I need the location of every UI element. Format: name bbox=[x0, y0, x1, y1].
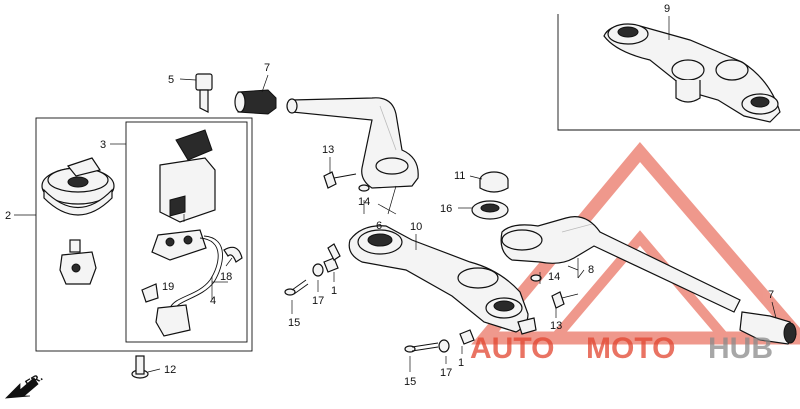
handlebar-pinch-bolt bbox=[323, 171, 357, 189]
callout-8: 8 bbox=[588, 264, 594, 276]
watermark-auto: AUTO bbox=[470, 332, 554, 365]
callout-1-lower: 1 bbox=[458, 357, 464, 369]
right-handlebar bbox=[500, 216, 741, 313]
watermark-moto: MOTO bbox=[586, 332, 675, 365]
callout-9: 9 bbox=[664, 3, 670, 15]
callout-10: 10 bbox=[410, 221, 422, 233]
watermark-hub: HUB bbox=[708, 332, 773, 365]
steering-stem-cap bbox=[479, 171, 509, 193]
callout-15-lower: 15 bbox=[404, 376, 416, 388]
bottom-triple-clamp bbox=[348, 225, 537, 335]
callout-4: 4 bbox=[210, 295, 216, 307]
fuel-cap-lock-bracket bbox=[59, 239, 97, 285]
callout-13-right: 13 bbox=[550, 320, 562, 332]
stem-grommet bbox=[471, 200, 509, 220]
callout-19: 19 bbox=[162, 281, 174, 293]
leader-lines bbox=[110, 16, 777, 373]
callout-11: 11 bbox=[454, 170, 465, 182]
harness-clamp bbox=[141, 283, 159, 303]
top-bridge bbox=[603, 23, 781, 123]
switch-mounting-bolt bbox=[131, 355, 149, 379]
nut-lower bbox=[459, 329, 475, 345]
callout-17-upper: 17 bbox=[312, 295, 324, 307]
callout-14-right: 14 bbox=[548, 271, 560, 283]
watermark-wordmark: AUTO MOTO HUB bbox=[470, 332, 773, 365]
handlebar-end-weight-right bbox=[739, 311, 797, 345]
handlebar-washer-right bbox=[530, 274, 542, 282]
ignition-group-frame bbox=[14, 117, 253, 352]
callout-3: 3 bbox=[100, 139, 106, 151]
callout-7-left: 7 bbox=[264, 62, 270, 74]
fuel-cap bbox=[41, 157, 115, 216]
callout-6: 6 bbox=[376, 220, 382, 232]
callout-13-upper: 13 bbox=[322, 144, 334, 156]
callout-12: 12 bbox=[164, 364, 176, 376]
top-bridge-frame bbox=[557, 14, 800, 131]
handlebar-washer bbox=[358, 184, 370, 192]
clamp-bolt-lower bbox=[404, 342, 439, 353]
ignition-wire-harness bbox=[155, 235, 228, 337]
front-direction-arrow: FR. bbox=[4, 371, 45, 399]
handlebar-end-weight-left bbox=[234, 89, 277, 115]
washer-lower bbox=[438, 339, 450, 353]
washer-upper bbox=[312, 263, 324, 277]
callout-labels: 2 3 5 7 4 18 19 12 13 14 6 10 15 17 1 15… bbox=[5, 3, 774, 388]
clamp-bolt-upper bbox=[284, 279, 309, 296]
handlebar-pinch-bolt-right bbox=[551, 291, 579, 309]
callout-16: 16 bbox=[440, 203, 452, 215]
callout-15-upper: 15 bbox=[288, 317, 300, 329]
callout-17-lower: 17 bbox=[440, 367, 452, 379]
nut-upper bbox=[323, 243, 341, 273]
ignition-key bbox=[195, 73, 213, 113]
callout-18: 18 bbox=[220, 271, 232, 283]
left-handlebar bbox=[286, 97, 419, 189]
front-arrow-label: FR. bbox=[24, 371, 45, 390]
ignition-switch bbox=[151, 129, 216, 261]
callout-7-right: 7 bbox=[768, 289, 774, 301]
callout-1-upper: 1 bbox=[331, 285, 337, 297]
callout-2: 2 bbox=[5, 210, 11, 222]
callout-14-upper: 14 bbox=[358, 196, 370, 208]
callout-5: 5 bbox=[168, 74, 174, 86]
wire-clip bbox=[223, 246, 243, 263]
